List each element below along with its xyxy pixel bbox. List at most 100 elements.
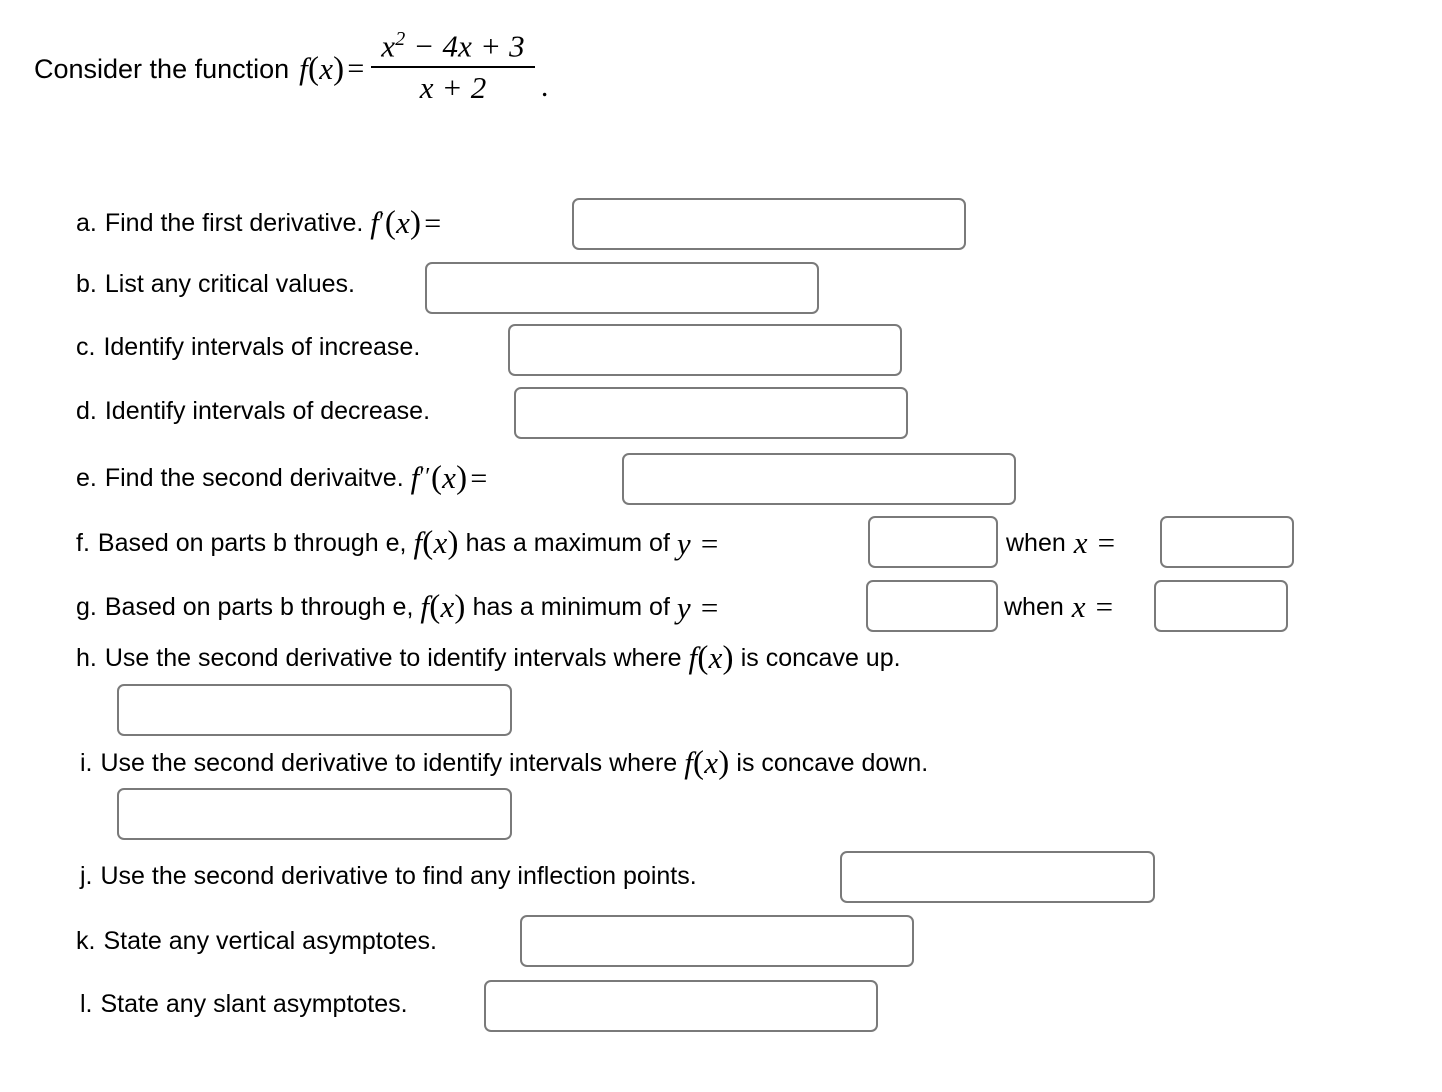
x-equals-symbol-f: x =	[1073, 525, 1117, 560]
problem-text-g-middle: has a minimum of	[472, 593, 670, 621]
problem-row-h: h. Use the second derivative to identify…	[76, 640, 908, 677]
problem-row-j: j. Use the second derivative to find any…	[80, 862, 704, 891]
y-equals-symbol-f: y =	[676, 525, 720, 561]
function-notation-fx: f(x)	[299, 51, 344, 88]
numerator-exponent: 2	[395, 28, 406, 50]
x-equals-symbol-g: x =	[1071, 589, 1115, 624]
i-variable: x	[704, 745, 719, 780]
equals-sign: =	[347, 52, 365, 86]
fprime-equals: =	[424, 206, 442, 240]
fdprime-equals: =	[470, 461, 488, 495]
problem-marker-e: e.	[76, 464, 97, 492]
prime-mark-2: ′	[425, 464, 431, 490]
problem-text-h-after: is concave up.	[740, 644, 901, 672]
answer-input-l[interactable]	[484, 980, 878, 1032]
answer-input-b[interactable]	[425, 262, 819, 314]
problem-marker-f: f.	[76, 529, 90, 557]
g-close-paren: )	[454, 589, 466, 625]
problem-row-e: e. Find the second derivaitve. f′′(x) =	[76, 460, 490, 497]
answer-input-i[interactable]	[117, 788, 512, 840]
problem-statement: Consider the function f(x) = x2 − 4x + 3…	[34, 28, 548, 108]
problem-row-k: k. State any vertical asymptotes.	[76, 927, 444, 956]
problem-text-h-before: Use the second derivative to identify in…	[104, 644, 682, 672]
when-label-f: when	[1006, 528, 1066, 557]
numerator-remainder: − 4x + 3	[413, 28, 525, 64]
problem-text-g-before: Based on parts b through e,	[104, 593, 414, 621]
problem-marker-l: l.	[80, 990, 93, 1018]
g-open-paren: (	[429, 589, 441, 625]
problem-row-f: f. Based on parts b through e, f(x) has …	[76, 525, 720, 562]
fx-notation-h: f(x)	[689, 640, 734, 677]
open-paren: (	[307, 50, 320, 87]
problem-row-b: b. List any critical values.	[76, 270, 362, 299]
prime-mark-1: ′	[419, 464, 426, 490]
problem-marker-h: h.	[76, 644, 97, 672]
fprime-close-paren: )	[410, 205, 422, 241]
answer-input-h[interactable]	[117, 684, 512, 736]
h-variable: x	[708, 640, 723, 675]
problem-marker-j: j.	[80, 862, 93, 890]
g-variable: x	[440, 589, 455, 624]
problem-text-b: List any critical values.	[104, 270, 355, 298]
problem-marker-b: b.	[76, 270, 97, 298]
i-f-letter: f	[684, 745, 694, 780]
problem-text-i-after: is concave down.	[736, 749, 929, 777]
problem-row-c: c. Identify intervals of increase.	[76, 333, 427, 362]
i-open-paren: (	[693, 745, 705, 781]
problem-row-d: d. Identify intervals of decrease.	[76, 397, 437, 426]
problem-text-f-before: Based on parts b through e,	[97, 529, 407, 557]
problem-row-a: a. Find the first derivative. f′(x) =	[76, 205, 444, 242]
problem-g-when-group: when x =	[1004, 589, 1115, 625]
h-open-paren: (	[697, 640, 709, 676]
fprime-f: f	[370, 205, 380, 240]
i-close-paren: )	[718, 745, 730, 781]
first-derivative-notation: f′(x)	[370, 205, 421, 242]
function-variable: x	[319, 50, 334, 86]
f-close-paren: )	[447, 525, 459, 561]
f-variable: x	[433, 525, 448, 560]
answer-input-f-y[interactable]	[868, 516, 998, 568]
problem-row-i: i. Use the second derivative to identify…	[80, 745, 935, 782]
answer-input-g-x[interactable]	[1154, 580, 1288, 632]
problem-text-k: State any vertical asymptotes.	[103, 927, 437, 955]
fdprime-open-paren: (	[430, 460, 443, 496]
answer-input-g-y[interactable]	[866, 580, 998, 632]
fraction-bar	[371, 66, 535, 69]
second-derivative-notation: f′′(x)	[411, 460, 468, 497]
rational-function-fraction: x2 − 4x + 3 x + 2	[371, 28, 535, 106]
answer-input-f-x[interactable]	[1160, 516, 1294, 568]
problem-text-e: Find the second derivaitve.	[104, 464, 404, 492]
h-close-paren: )	[722, 640, 734, 676]
problem-text-a: Find the first derivative.	[104, 209, 364, 237]
problem-marker-d: d.	[76, 397, 97, 425]
fraction-denominator: x + 2	[419, 70, 487, 106]
prime-mark: ′	[379, 209, 385, 235]
answer-input-k[interactable]	[520, 915, 914, 967]
fx-notation-g: f(x)	[420, 589, 465, 626]
f-letter: f	[413, 525, 423, 560]
fdprime-f: f	[410, 460, 420, 495]
problem-text-f-middle: has a maximum of	[465, 529, 670, 557]
numerator-base: x	[381, 28, 396, 64]
problem-text-i-before: Use the second derivative to identify in…	[100, 749, 678, 777]
answer-input-j[interactable]	[840, 851, 1155, 903]
function-name: f	[299, 50, 308, 86]
close-paren: )	[333, 50, 345, 87]
problem-row-g: g. Based on parts b through e, f(x) has …	[76, 589, 720, 626]
y-equals-symbol-g: y =	[676, 589, 720, 625]
answer-input-a[interactable]	[572, 198, 966, 250]
answer-input-e[interactable]	[622, 453, 1016, 505]
problem-marker-a: a.	[76, 209, 97, 237]
problem-text-d: Identify intervals of decrease.	[104, 397, 431, 425]
problem-text-l: State any slant asymptotes.	[100, 990, 408, 1018]
fx-notation-f: f(x)	[413, 525, 458, 562]
answer-input-d[interactable]	[514, 387, 908, 439]
problem-marker-k: k.	[76, 927, 96, 955]
problem-f-when-group: when x =	[1006, 525, 1117, 561]
fdprime-close-paren: )	[456, 460, 468, 496]
problem-marker-c: c.	[76, 333, 96, 361]
when-label-g: when	[1004, 592, 1064, 621]
answer-input-c[interactable]	[508, 324, 902, 376]
g-f-letter: f	[420, 589, 430, 624]
fprime-variable: x	[396, 205, 411, 240]
